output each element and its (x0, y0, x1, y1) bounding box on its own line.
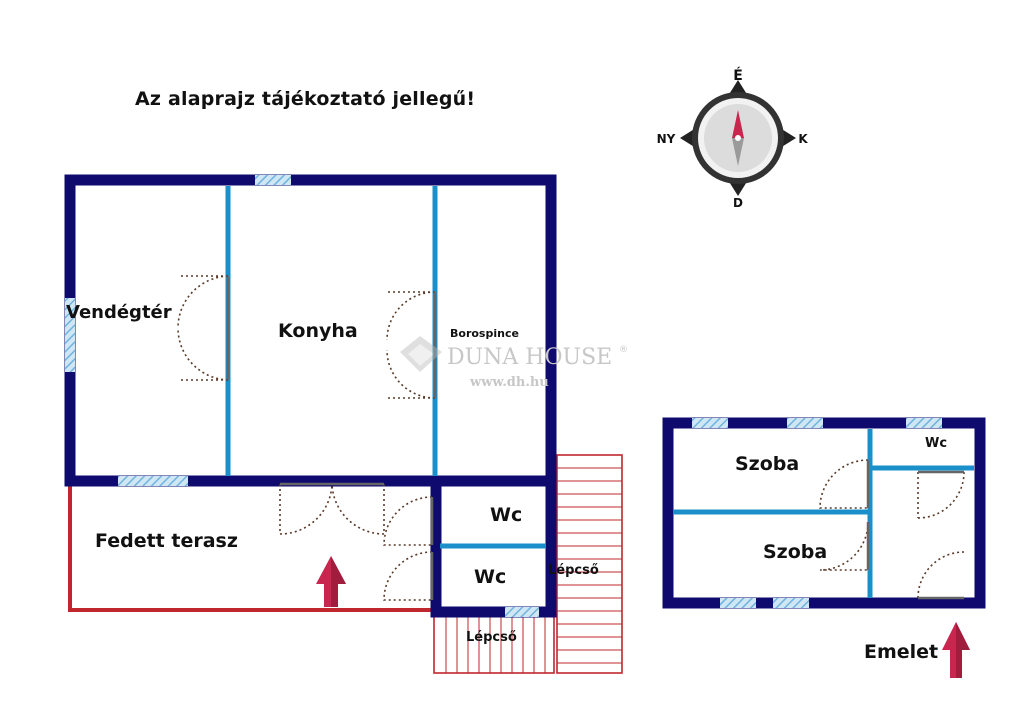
room-fedett-terasz: Fedett terasz (95, 530, 238, 552)
upper-floor-partitions (673, 429, 974, 598)
stairs-bottom (433, 614, 555, 674)
doors-upper (819, 459, 965, 599)
room-szoba-top: Szoba (735, 453, 799, 475)
terrace-outline (68, 484, 432, 612)
disclaimer-note: Az alaprajz tájékoztató jellegű! (135, 88, 476, 110)
watermark-reg: ® (619, 345, 628, 355)
label-emelet: Emelet (864, 641, 938, 663)
watermark-brand: DUNA HOUSE (447, 345, 612, 370)
doors-ground (177, 275, 436, 601)
compass-west: NY (657, 132, 676, 146)
upper-floor-walls (662, 417, 986, 609)
compass-south: D (733, 196, 743, 210)
windows-ground (65, 175, 539, 617)
room-vendegter: Vendégtér (66, 302, 172, 323)
label-lepcso-bottom: Lépcső (466, 630, 517, 645)
door-leaves-upper (866, 460, 964, 600)
entrance-arrow (316, 556, 346, 607)
windows-upper (692, 418, 942, 608)
upper-floor-arrow (942, 622, 970, 678)
door-leaves-ground (226, 276, 437, 600)
room-wc-upper: Wc (490, 504, 522, 526)
compass-north: É (733, 67, 743, 84)
label-lepcso-side: Lépcső (548, 563, 599, 578)
compass (680, 80, 796, 196)
stairs-side (556, 454, 623, 674)
room-szoba-bottom: Szoba (763, 541, 827, 563)
room-wc-upper-floor: Wc (925, 436, 947, 451)
room-borospince: Borospince (450, 327, 519, 340)
room-wc-lower: Wc (474, 566, 506, 588)
room-konyha: Konyha (278, 320, 358, 342)
compass-east: K (798, 132, 808, 146)
duna-house-logo (400, 336, 442, 372)
watermark-url: www.dh.hu (469, 375, 549, 390)
